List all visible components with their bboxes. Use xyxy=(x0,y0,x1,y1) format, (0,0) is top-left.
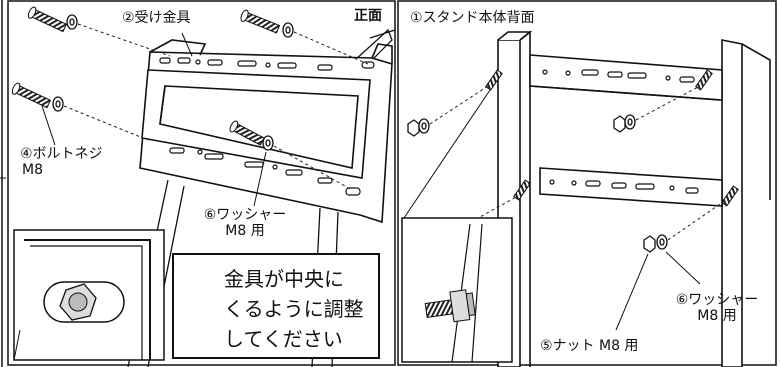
nut-label: ⑤ナット M8 用 xyxy=(540,338,639,354)
washer-label-left-line2: M8 用 xyxy=(225,223,265,240)
leader-lines-right xyxy=(403,89,701,331)
washer-label-right: ⑥ワッシャー M8 用 xyxy=(662,292,772,324)
notice-line-3: してください xyxy=(224,327,343,351)
adjustment-notice: 金具が中央に くるように調整 してください xyxy=(172,253,380,359)
washer-label-right-line1: ⑥ワッシャー xyxy=(675,292,759,308)
stand-frame-rear xyxy=(497,30,771,367)
bolt-label-line2: M8 xyxy=(22,162,43,179)
notice-line-2: くるように調整 xyxy=(224,297,364,321)
washer-label-right-line2: M8 用 xyxy=(697,308,737,325)
detail-inset-left xyxy=(13,229,165,361)
washer-label-left-line1: ⑥ワッシャー xyxy=(203,207,287,223)
detail-inset-right xyxy=(401,217,513,363)
notice-line-1: 金具が中央に xyxy=(224,267,344,291)
bolt-bracket-center xyxy=(229,120,265,146)
bolt-top-left xyxy=(27,6,68,33)
rear-view-label: ①スタンド本体背面 xyxy=(410,10,535,26)
guide-lines-left xyxy=(63,23,369,191)
washer-label-left: ⑥ワッシャー M8 用 xyxy=(190,207,300,239)
studs-rear xyxy=(485,69,739,207)
bolt-label: ④ボルトネジ M8 xyxy=(20,146,110,178)
bolt-mid-left xyxy=(11,82,52,109)
guide-lines-right xyxy=(429,85,727,241)
bracket-label: ②受け金具 xyxy=(122,10,191,26)
washers-left xyxy=(52,14,294,151)
receiving-bracket xyxy=(139,39,393,224)
left-panel-frame xyxy=(7,0,396,366)
frame-slots-rear xyxy=(542,69,699,194)
leader-lines-left xyxy=(41,32,267,207)
bolt-top-center xyxy=(240,9,281,34)
right-panel-frame xyxy=(397,0,777,366)
front-view-label: 正面 xyxy=(354,8,382,24)
bolt-label-line1: ④ボルトネジ xyxy=(20,146,103,162)
